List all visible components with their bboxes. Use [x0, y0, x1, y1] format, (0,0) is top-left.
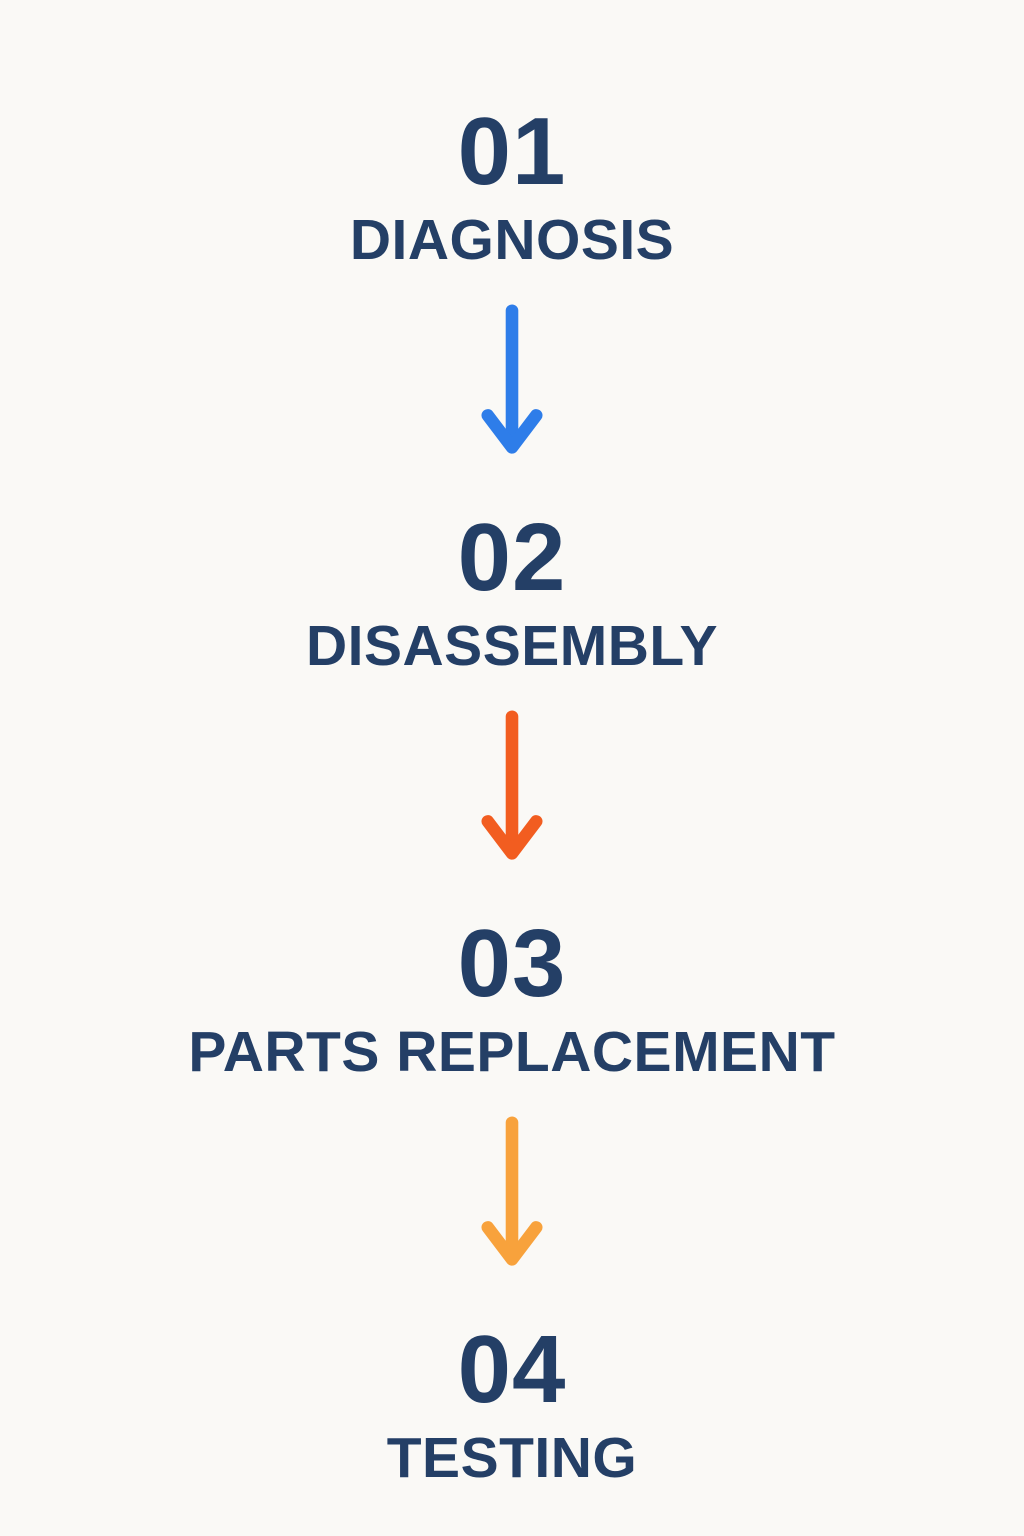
step-label: DISASSEMBLY [306, 614, 718, 678]
step-label: PARTS REPLACEMENT [188, 1020, 836, 1084]
step-testing: 04 TESTING [387, 1322, 638, 1487]
arrow-head [481, 815, 543, 860]
arrow-down-icon [481, 1116, 543, 1266]
step-number: 04 [457, 1316, 567, 1423]
step-label: DIAGNOSIS [349, 208, 675, 272]
step-parts-replacement: 03 PARTS REPLACEMENT [188, 916, 835, 1081]
arrow-head [481, 1221, 543, 1266]
step-label: TESTING [386, 1426, 638, 1490]
arrow-down-icon [481, 710, 543, 860]
step-number: 01 [457, 98, 567, 205]
arrow-down-icon [481, 304, 543, 454]
step-number: 03 [457, 910, 567, 1017]
arrow-head [481, 409, 543, 454]
step-number: 02 [457, 504, 567, 611]
step-disassembly: 02 DISASSEMBLY [306, 510, 718, 675]
step-diagnosis: 01 DIAGNOSIS [350, 104, 674, 269]
